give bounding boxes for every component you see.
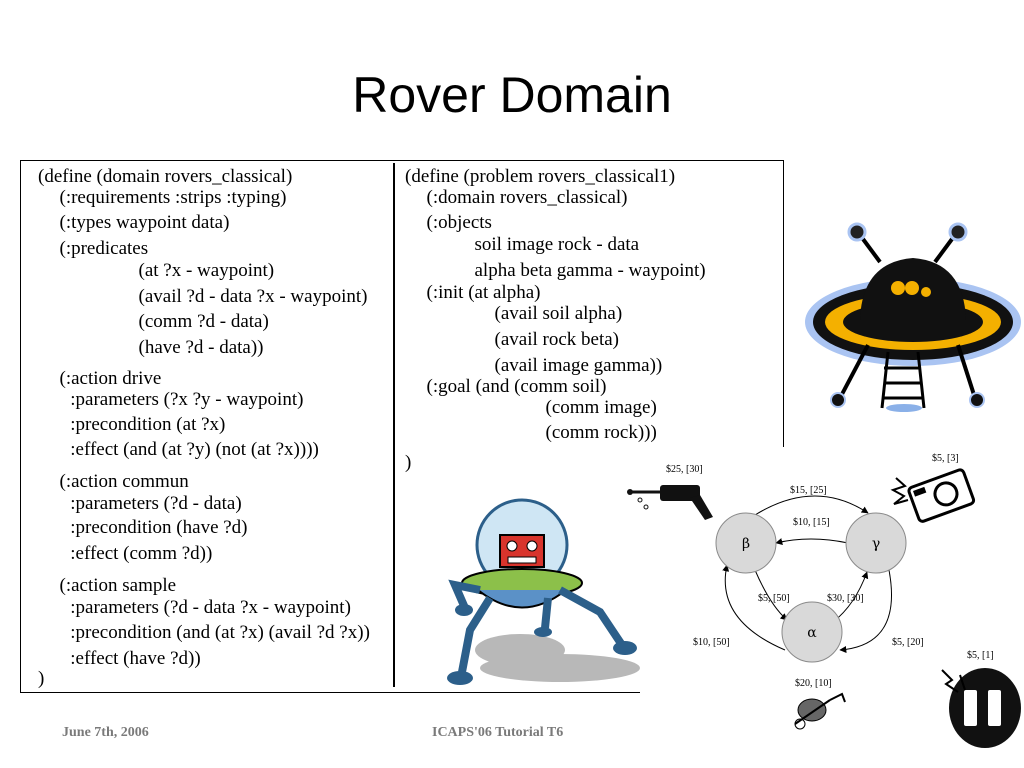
code-line: (comm image) xyxy=(517,397,657,418)
code-line: :parameters (?d - data) xyxy=(56,493,242,514)
graph-node-beta xyxy=(715,512,777,574)
edge-beta-alpha xyxy=(754,569,788,621)
code-line: (:domain rovers_classical) xyxy=(417,187,628,208)
edge-alpha-beta xyxy=(722,564,786,651)
code-line: (:action sample xyxy=(50,575,177,596)
code-line: (:action commun xyxy=(50,471,189,492)
code-line: (:action drive xyxy=(50,368,162,389)
slide-title: Rover Domain xyxy=(352,67,672,123)
code-line: :precondition (at ?x) xyxy=(56,414,226,435)
robot-rover-icon xyxy=(447,498,640,685)
drill-icon xyxy=(627,485,713,520)
edge-beta-gamma xyxy=(754,495,869,516)
code-line: (comm ?d - data) xyxy=(110,311,269,332)
code-line: soil image rock - data xyxy=(446,234,640,255)
code-line: (:objects xyxy=(417,212,492,233)
ufo-icon xyxy=(805,222,1021,412)
code-line: :parameters (?d - data ?x - waypoint) xyxy=(56,597,351,618)
camera-icon xyxy=(890,468,976,523)
edge-label: $5, [20] xyxy=(892,637,924,648)
code-line: (:goal (and (comm soil) xyxy=(417,376,607,397)
edge-label: $10, [15] xyxy=(793,517,830,528)
code-line: (:predicates xyxy=(50,238,149,259)
code-divider xyxy=(393,163,395,687)
antenna-icon xyxy=(941,668,1021,748)
code-line: ) xyxy=(38,668,45,689)
code-line: :precondition (and (at ?x) (avail ?d ?x)… xyxy=(56,622,370,643)
cost-label-rock: $20, [10] xyxy=(795,678,832,689)
code-line: ) xyxy=(405,452,412,473)
code-line: (avail rock beta) xyxy=(466,329,619,350)
code-line: :effect (comm ?d)) xyxy=(56,543,213,564)
edge-label: $5, [50] xyxy=(758,593,790,604)
code-line: (avail soil alpha) xyxy=(466,303,623,324)
rock-sample-icon xyxy=(794,692,846,730)
code-line: alpha beta gamma - waypoint) xyxy=(446,260,706,281)
node-label-gamma: γ xyxy=(872,536,880,552)
edge-label: $30, [30] xyxy=(827,593,864,604)
cost-label-antenna: $5, [1] xyxy=(967,650,994,661)
code-line: :effect (have ?d)) xyxy=(56,648,201,669)
code-line: (comm rock))) xyxy=(517,422,657,443)
code-line: (:init (at alpha) xyxy=(417,282,541,303)
code-line: (at ?x - waypoint) xyxy=(110,260,275,281)
cost-label-drill: $25, [30] xyxy=(666,464,703,475)
code-line: (define (problem rovers_classical1) xyxy=(405,166,676,187)
footer-event: ICAPS'06 Tutorial T6 xyxy=(432,725,564,740)
cost-label-camera: $5, [3] xyxy=(932,453,959,464)
edge-gamma-alpha xyxy=(839,564,892,654)
node-label-beta: β xyxy=(742,536,750,552)
code-line: (:types waypoint data) xyxy=(50,212,230,233)
code-line: (:requirements :strips :typing) xyxy=(50,187,287,208)
edge-gamma-beta xyxy=(775,538,849,545)
footer-date: June 7th, 2006 xyxy=(62,725,149,740)
code-line: :precondition (have ?d) xyxy=(56,517,248,538)
code-line: :effect (and (at ?y) (not (at ?x)))) xyxy=(56,439,319,460)
code-line: (define (domain rovers_classical) xyxy=(38,166,293,187)
code-line: (avail ?d - data ?x - waypoint) xyxy=(110,286,368,307)
code-line: (avail image gamma)) xyxy=(466,355,663,376)
graph-backdrop xyxy=(640,447,785,695)
edge-label: $15, [25] xyxy=(790,485,827,496)
graph-node-gamma xyxy=(845,512,907,574)
code-line: :parameters (?x ?y - waypoint) xyxy=(56,389,304,410)
node-label-alpha: α xyxy=(807,625,817,641)
graph-node-alpha xyxy=(781,601,843,663)
code-line: (have ?d - data)) xyxy=(110,337,264,358)
edge-label: $10, [50] xyxy=(693,637,730,648)
graph-edges xyxy=(722,495,892,654)
